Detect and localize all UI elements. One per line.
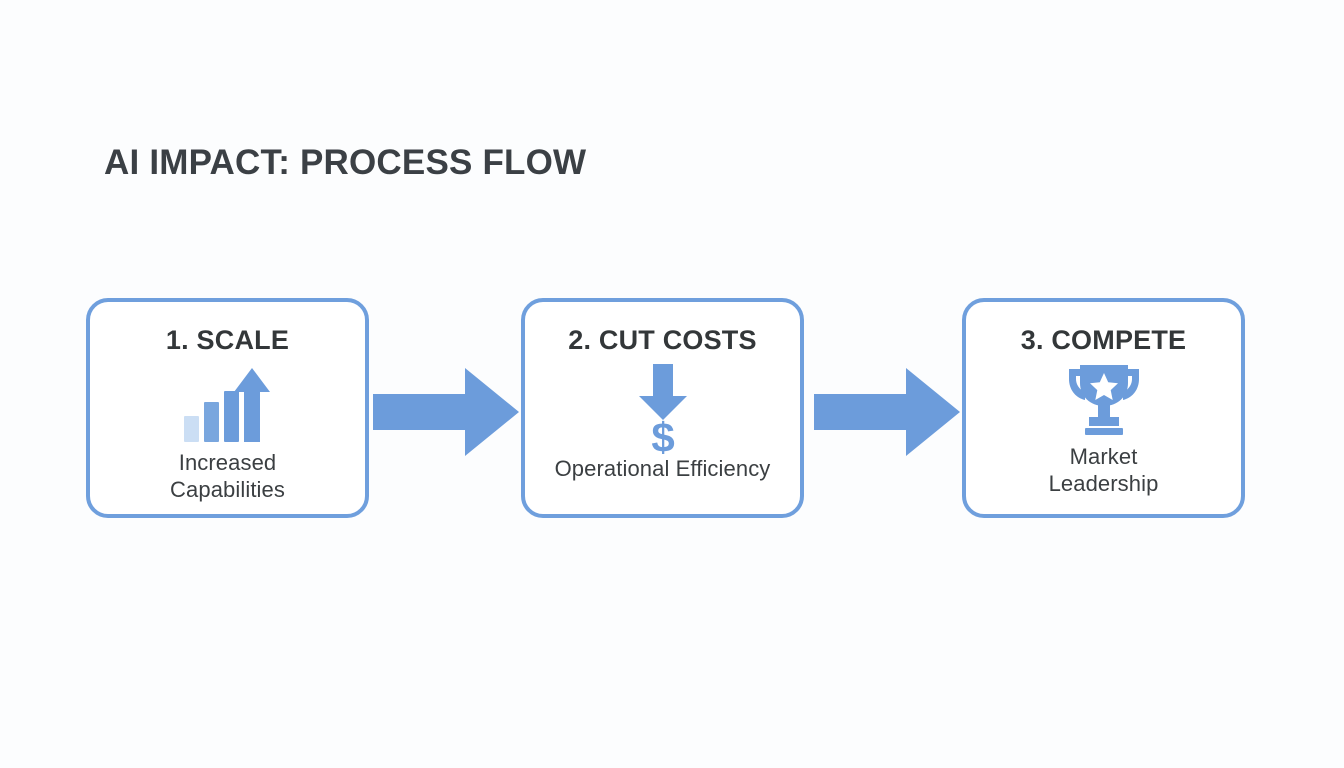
step-title: 1. SCALE — [165, 325, 290, 355]
trophy-icon — [1065, 362, 1143, 436]
page-title: AI IMPACT: PROCESS FLOW — [104, 143, 587, 182]
step-caption: Market Leadership — [1048, 443, 1159, 496]
bar-chart-growth-icon — [180, 364, 276, 446]
step-card-scale[interactable]: 1. SCALE Increased Capabilities — [86, 298, 369, 518]
down-arrow-dollar-icon: $ — [633, 362, 693, 454]
right-arrow-icon — [814, 364, 960, 460]
step-caption: Increased Capabilities — [170, 449, 285, 502]
right-arrow-icon — [373, 364, 519, 460]
step-caption: Operational Efficiency — [554, 455, 771, 481]
step-title: 2. CUT COSTS — [568, 325, 757, 355]
step-card-compete[interactable]: 3. COMPETE Market — [962, 298, 1245, 518]
step-card-cut-costs[interactable]: 2. CUT COSTS $ Operational Efficiency — [521, 298, 804, 518]
step-title: 3. COMPETE — [1020, 325, 1187, 355]
svg-text:$: $ — [651, 414, 674, 454]
process-flow-diagram: 1. SCALE Increased Capabilities 2. CUT C… — [86, 298, 1247, 520]
